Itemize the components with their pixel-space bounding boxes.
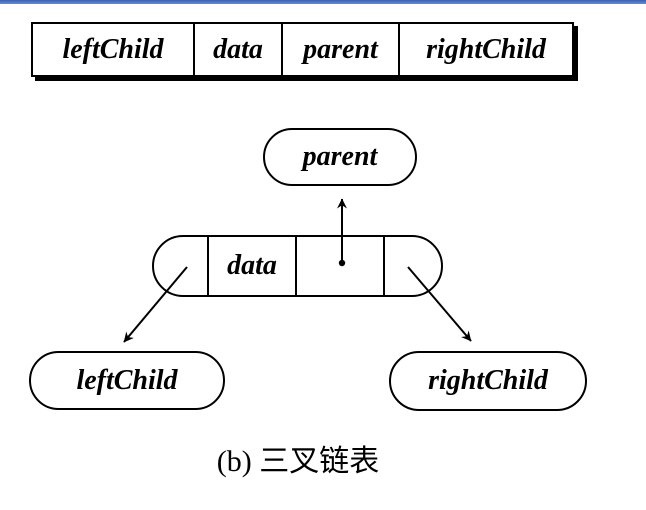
capsule-divider: [383, 237, 385, 295]
table-cell-parent: parent: [283, 24, 400, 75]
table-cell-parent-label: parent: [303, 33, 378, 65]
right-child-node: rightChild: [389, 351, 587, 411]
table-cell-data: data: [195, 24, 283, 75]
table-cell-rightchild-label: rightChild: [426, 33, 546, 65]
capsule-divider: [207, 237, 209, 295]
left-child-node-label: leftChild: [76, 364, 178, 396]
parent-node: parent: [263, 128, 417, 186]
table-cell-data-label: data: [213, 33, 263, 65]
capsule-divider: [295, 237, 297, 295]
table-cell-rightchild: rightChild: [400, 24, 572, 75]
top-accent-bar: [0, 0, 646, 4]
data-field-label: data: [227, 250, 277, 281]
left-child-node: leftChild: [29, 351, 225, 410]
right-child-node-label: rightChild: [428, 365, 548, 396]
parent-node-label: parent: [302, 141, 378, 172]
tree-node-capsule: data: [152, 235, 443, 297]
table-cell-leftchild: leftChild: [33, 24, 195, 75]
table-cell-leftchild-label: leftChild: [62, 33, 164, 65]
node-structure-table: leftChild data parent rightChild: [31, 22, 574, 77]
figure-caption: (b) 三叉链表: [216, 445, 380, 478]
